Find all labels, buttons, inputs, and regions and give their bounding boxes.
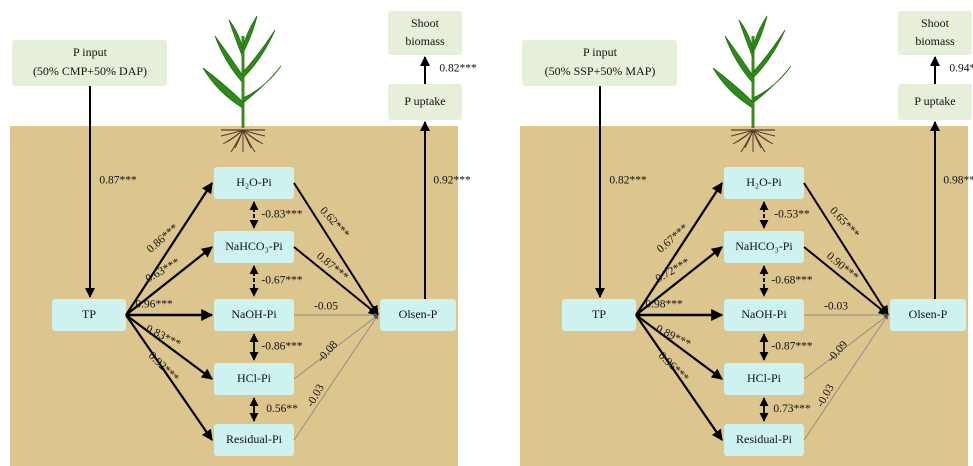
- p-input-box: [522, 40, 677, 86]
- tp-box: [562, 299, 636, 331]
- arrow-nahco3-pi-to-olsen: [293, 246, 379, 316]
- olsen-p-label: Olsen-P: [399, 307, 438, 321]
- plant-leaf: [214, 35, 244, 84]
- coef-tp-naoh-pi: 0.96***: [135, 299, 173, 311]
- plant-leaf: [752, 65, 792, 104]
- p-uptake-label: P uptake: [404, 94, 445, 108]
- h2o-pi-label: H₂O-Pi: [236, 175, 272, 189]
- coef-corr-0: -0.53**: [774, 209, 810, 221]
- arrow-tp-to-hcl-pi: [635, 314, 723, 380]
- tp-label: TP: [592, 307, 606, 321]
- hcl-pi-label: HCl-Pi: [747, 371, 782, 385]
- arrow-hcl-pi-to-olsen: [293, 314, 379, 380]
- arrow-tp-to-hcl-pi: [125, 314, 213, 380]
- naoh-pi-label: NaOH-Pi: [231, 307, 277, 321]
- hcl-pi-box: [214, 363, 294, 395]
- hcl-pi-box: [724, 363, 804, 395]
- shoot-biomass-subtitle: biomass: [915, 34, 955, 48]
- p-input-box: [12, 40, 167, 86]
- plant-leaf: [202, 67, 244, 109]
- coef-input-tp: 0.82***: [609, 175, 647, 187]
- coef-corr-1: -0.67***: [261, 275, 302, 287]
- plant-leaf: [738, 19, 754, 59]
- tp-label: TP: [82, 307, 96, 321]
- residual-pi-box: [214, 424, 294, 456]
- p-input-title: P input: [583, 45, 618, 59]
- residual-pi-label: Residual-Pi: [736, 432, 793, 446]
- coef-corr-0: -0.83***: [261, 209, 302, 221]
- plant-illustration: [712, 15, 792, 153]
- tp-box: [52, 299, 126, 331]
- coef-olsen-uptake: 0.98***: [943, 175, 973, 187]
- plant-leaf: [712, 67, 754, 109]
- p-input-subtitle: (50% CMP+50% DAP): [33, 64, 147, 78]
- plant-roots: [220, 129, 266, 153]
- p-input-subtitle: (50% SSP+50% MAP): [545, 64, 656, 78]
- olsen-p-box: [380, 299, 456, 331]
- coef-corr-2: -0.87***: [771, 341, 812, 353]
- nahco3-pi-label: NaHCO₃-Pi: [225, 239, 283, 253]
- coef-uptake-shoot: 0.82***: [439, 63, 477, 75]
- arrow-tp-to-h2o-pi: [125, 182, 213, 316]
- coef-uptake-shoot: 0.94***: [949, 63, 973, 75]
- arrow-tp-to-residual-pi: [125, 314, 213, 441]
- coef-corr-3: 0.56**: [266, 403, 298, 415]
- coef-tp-naoh-pi: 0.98***: [645, 299, 683, 311]
- arrow-nahco3-pi-to-olsen: [803, 246, 889, 316]
- coef-naoh-pi-olsen: -0.03: [824, 301, 848, 313]
- p-input-title: P input: [73, 45, 108, 59]
- residual-pi-label: Residual-Pi: [226, 432, 283, 446]
- arrow-tp-to-h2o-pi: [635, 182, 723, 316]
- h2o-pi-box: [214, 167, 294, 199]
- nahco3-pi-label: NaHCO₃-Pi: [735, 239, 793, 253]
- nahco3-pi-box: [214, 231, 294, 263]
- shoot-biomass-subtitle: biomass: [405, 34, 445, 48]
- coef-corr-2: -0.86***: [261, 341, 302, 353]
- naoh-pi-box: [214, 299, 294, 331]
- coef-olsen-uptake: 0.92***: [433, 175, 471, 187]
- hcl-pi-label: HCl-Pi: [237, 371, 272, 385]
- plant-leaf: [242, 15, 258, 54]
- arrow-tp-to-nahco3-pi: [635, 246, 723, 316]
- coef-input-tp: 0.87***: [99, 175, 137, 187]
- arrow-h2o-pi-to-olsen: [293, 182, 379, 316]
- olsen-p-label: Olsen-P: [909, 307, 948, 321]
- p-uptake-box: [388, 84, 462, 120]
- naoh-pi-box: [724, 299, 804, 331]
- coef-naoh-pi-olsen: -0.05: [314, 301, 338, 313]
- plant-leaf: [752, 15, 768, 54]
- plant-leaf: [724, 35, 754, 84]
- shoot-biomass-box: [388, 11, 462, 55]
- nahco3-pi-box: [724, 231, 804, 263]
- arrow-tp-to-nahco3-pi: [125, 246, 213, 316]
- shoot-biomass-title: Shoot: [411, 16, 440, 30]
- arrow-residual-pi-to-olsen: [293, 314, 379, 441]
- arrow-hcl-pi-to-olsen: [803, 314, 889, 380]
- arrow-h2o-pi-to-olsen: [803, 182, 889, 316]
- h2o-pi-label: H₂O-Pi: [746, 175, 782, 189]
- plant-leaf: [242, 29, 276, 79]
- plant-roots: [730, 129, 776, 153]
- p-uptake-box: [898, 84, 972, 120]
- p-uptake-label: P uptake: [914, 94, 955, 108]
- coef-corr-1: -0.68***: [771, 275, 812, 287]
- arrow-tp-to-residual-pi: [635, 314, 723, 441]
- h2o-pi-box: [724, 167, 804, 199]
- shoot-biomass-box: [898, 11, 972, 55]
- plant-leaf: [228, 19, 244, 59]
- arrow-residual-pi-to-olsen: [803, 314, 889, 441]
- plant-leaf: [242, 65, 282, 104]
- residual-pi-box: [724, 424, 804, 456]
- shoot-biomass-title: Shoot: [921, 16, 950, 30]
- coef-corr-3: 0.73***: [773, 403, 811, 415]
- olsen-p-box: [890, 299, 966, 331]
- plant-illustration: [202, 15, 282, 153]
- plant-leaf: [752, 29, 786, 79]
- naoh-pi-label: NaOH-Pi: [741, 307, 787, 321]
